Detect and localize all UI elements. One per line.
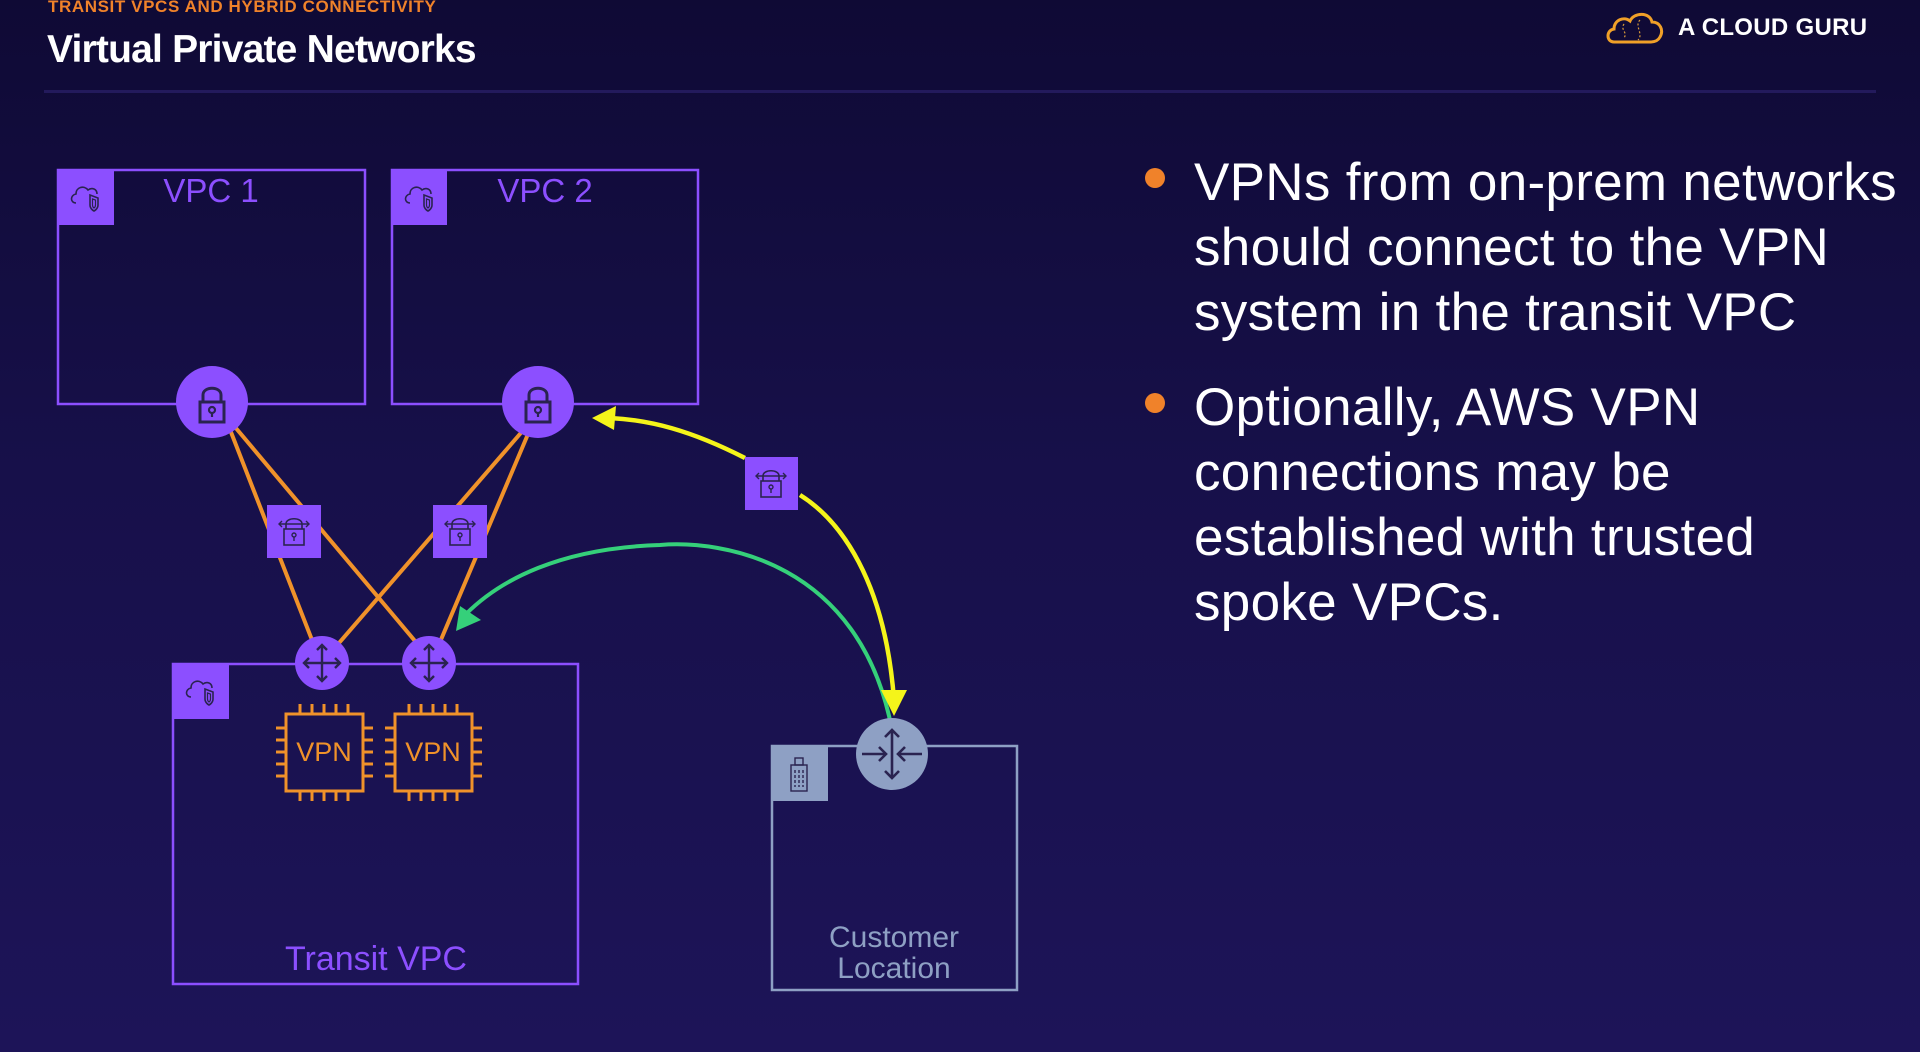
transit-router-1 bbox=[295, 636, 349, 690]
ec2-instance-chip-icon bbox=[385, 704, 482, 801]
vpc-1-vpn-gateway bbox=[176, 366, 248, 438]
brand-name: A CLOUD GURU bbox=[1678, 14, 1868, 41]
bullet-dot bbox=[1145, 168, 1165, 188]
vpc-1-label: VPC 1 bbox=[163, 172, 258, 209]
section-kicker: TRANSIT VPCS AND HYBRID CONNECTIVITY bbox=[48, 0, 437, 16]
vpc-2-box: VPC 2 bbox=[390, 168, 700, 406]
corporate-building-icon bbox=[772, 746, 828, 801]
vpn-connection-icon bbox=[267, 505, 321, 558]
ec2-instance-chip-icon bbox=[276, 704, 373, 801]
customer-location-label-line1: Customer bbox=[829, 921, 959, 954]
bullet-item: VPNs from on-prem networks should connec… bbox=[1140, 150, 1900, 345]
customer-gateway bbox=[856, 718, 928, 790]
vpc-cloud-shield-icon bbox=[173, 664, 229, 719]
bullet-item: Optionally, AWS VPN connections may be e… bbox=[1140, 375, 1900, 635]
green-connection-arrow bbox=[456, 542, 894, 731]
vpn-connection-icon bbox=[433, 505, 487, 558]
bullet-list: VPNs from on-prem networks should connec… bbox=[1140, 150, 1900, 665]
vpc-cloud-shield-icon bbox=[58, 170, 114, 225]
vpn-instance-1: VPN bbox=[276, 704, 373, 801]
bullet-text: Optionally, AWS VPN connections may be e… bbox=[1194, 378, 1756, 632]
vpc-2-label: VPC 2 bbox=[497, 172, 592, 209]
transit-vpc-box: Transit VPC bbox=[171, 662, 580, 986]
transit-vpc-label: Transit VPC bbox=[285, 940, 467, 978]
yellow-connection-arrow bbox=[592, 406, 907, 716]
vpn-instance-2: VPN bbox=[385, 704, 482, 801]
brand-logo: A CLOUD GURU bbox=[1604, 10, 1867, 46]
bullet-dot bbox=[1145, 393, 1165, 413]
vpn-instance-label: VPN bbox=[405, 737, 461, 767]
tunnel-vpc2-router1 bbox=[337, 425, 528, 645]
header-divider bbox=[44, 90, 1876, 93]
tunnel-vpc1-router2 bbox=[233, 425, 417, 643]
customer-location-label-line2: Location bbox=[837, 952, 950, 985]
vpc-2-vpn-gateway bbox=[502, 366, 574, 438]
customer-location-box: Customer Location bbox=[770, 744, 1019, 992]
transit-router-2 bbox=[402, 636, 456, 690]
vpc-cloud-shield-icon bbox=[392, 170, 447, 225]
vpn-connection-icon bbox=[745, 457, 798, 510]
slide-title: Virtual Private Networks bbox=[47, 28, 477, 71]
vpn-instance-label: VPN bbox=[296, 737, 352, 767]
bullet-text: VPNs from on-prem networks should connec… bbox=[1194, 153, 1897, 342]
cloud-logo-icon bbox=[1606, 12, 1664, 44]
